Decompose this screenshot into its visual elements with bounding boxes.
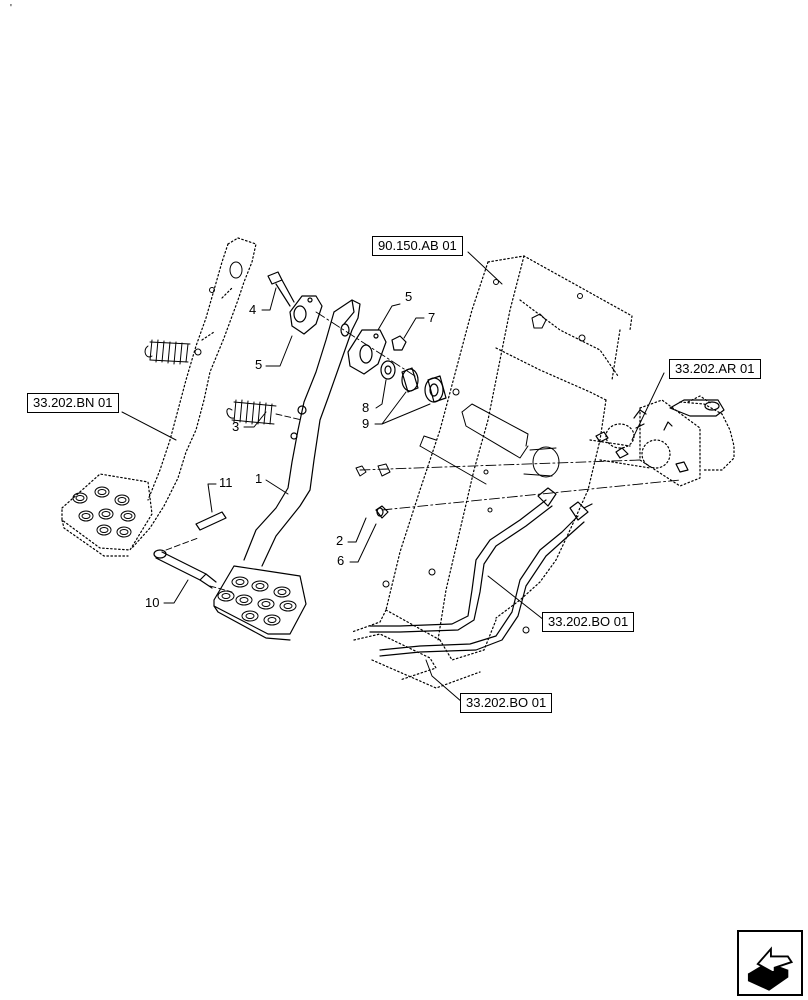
navigation-arrow-icon bbox=[747, 946, 794, 991]
cab-frame-dotted bbox=[351, 255, 633, 689]
callout-8: 8 bbox=[362, 400, 370, 415]
bracket-left-icon bbox=[289, 295, 323, 335]
callout-7: 7 bbox=[428, 310, 436, 325]
nut-icon bbox=[391, 335, 407, 351]
callout-6: 6 bbox=[337, 553, 345, 568]
callout-10: 10 bbox=[145, 595, 160, 610]
ref-33-202-bn[interactable]: 33.202.BN 01 bbox=[27, 393, 119, 413]
pivot-axis-line bbox=[315, 311, 419, 379]
reference-pedal-dotted bbox=[61, 237, 257, 557]
ref-33-202-bo-upper[interactable]: 33.202.BO 01 bbox=[542, 612, 635, 632]
frame-nut-icon bbox=[531, 313, 547, 329]
leader-lines bbox=[121, 251, 665, 703]
callout-1: 1 bbox=[255, 471, 263, 486]
callout-4: 4 bbox=[249, 302, 257, 317]
reservoir-top-icon bbox=[595, 399, 725, 473]
small-nut-icon bbox=[355, 463, 391, 477]
support-bracket bbox=[419, 403, 560, 485]
master-cylinder-dotted bbox=[589, 395, 735, 487]
corner-mark: ' bbox=[10, 3, 12, 14]
main-pedal-pad bbox=[213, 565, 307, 641]
bolt-icon bbox=[267, 271, 295, 307]
navigation-button[interactable] bbox=[737, 930, 803, 996]
main-pedal-arm bbox=[243, 299, 361, 567]
return-spring-icon bbox=[226, 399, 277, 425]
callout-2: 2 bbox=[336, 533, 344, 548]
screw-icon bbox=[375, 505, 389, 519]
callout-9: 9 bbox=[362, 416, 370, 431]
reference-pedal-holes bbox=[72, 261, 243, 538]
bracket-right-icon bbox=[347, 329, 387, 375]
callout-5-left: 5 bbox=[255, 357, 263, 372]
arrow-box-icon bbox=[747, 946, 794, 991]
bushing-icon bbox=[401, 367, 447, 403]
callout-5-right: 5 bbox=[405, 289, 413, 304]
ref-90-150-ab[interactable]: 90.150.AB 01 bbox=[372, 236, 463, 256]
clevis-pin-icon bbox=[153, 549, 217, 589]
roll-pin-icon bbox=[195, 511, 227, 531]
washer-icon bbox=[380, 360, 396, 380]
ref-33-202-ar[interactable]: 33.202.AR 01 bbox=[669, 359, 761, 379]
callout-3: 3 bbox=[232, 419, 240, 434]
ref-33-202-bo-lower[interactable]: 33.202.BO 01 bbox=[460, 693, 553, 713]
callout-11: 11 bbox=[219, 475, 233, 490]
line-fitting-icon bbox=[537, 487, 593, 521]
reference-spring-icon bbox=[144, 339, 191, 365]
brake-line-tubes bbox=[369, 499, 585, 657]
frame-holes bbox=[382, 279, 586, 634]
